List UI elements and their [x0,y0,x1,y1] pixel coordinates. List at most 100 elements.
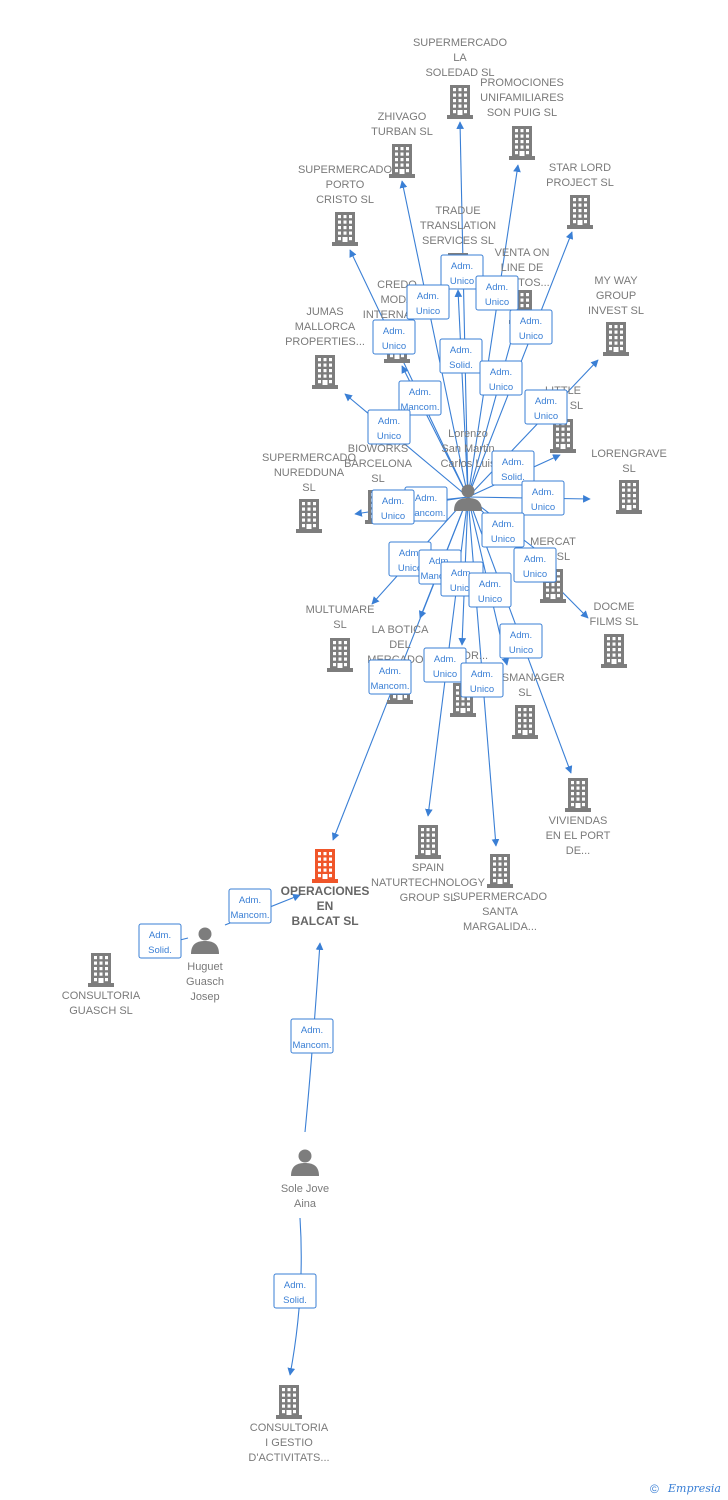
node-label: PROPERTIES... [285,336,365,348]
node-label: EN [317,899,334,913]
node-label: STAR LORD [549,162,611,174]
node-label: MODA [381,294,415,306]
role-badge[interactable]: Adm.Unico [440,254,484,290]
role-badge-box [273,1273,317,1309]
node-label: PORTO [326,179,365,191]
role-badge[interactable]: Adm.Unico [524,389,568,425]
node-label: Guasch [186,976,224,988]
role-badge[interactable]: Adm.Mancom. [228,888,272,924]
role-badge[interactable]: Adm.Unico [460,662,504,698]
company-node-jumas[interactable]: JUMASMALLORCAPROPERTIES... [285,306,365,389]
role-badge[interactable]: Adm.Mancom. [368,659,412,695]
role-badge[interactable]: Adm.Mancom. [404,486,448,522]
node-label: LORENGRAVE [591,448,667,460]
node-label: SL [371,473,384,485]
edge-lorenzo-promociones [467,164,521,498]
role-badge-box [368,659,412,695]
role-badge[interactable]: Adm.Unico [481,512,525,548]
node-label: SUPERMERCADO [298,164,393,176]
role-badge[interactable]: Adm. Mancom. [398,380,442,416]
node-label: BALCAT SL [291,914,358,928]
role-badge[interactable]: Adm.Unico [406,284,450,320]
building-icon [327,638,353,672]
node-label: CONSULTORIA [250,1422,329,1434]
node-label: SUPERMERCADO [413,37,508,49]
role-badge[interactable]: Adm.Solid. [439,338,483,374]
edge-lorenzo-jumas [344,393,469,498]
node-label: DEL [389,639,410,651]
node-label: Josep [190,991,219,1003]
role-badge-box [367,409,411,445]
role-badge-text: Solid. [148,945,172,956]
role-badge-text: Adm. [451,261,473,272]
building-icon [509,126,535,160]
brand-name: Empresia [667,1482,721,1495]
role-badge-box [138,923,182,959]
edge-lorenzo-zhivago [399,180,469,498]
role-badge-box [228,888,272,924]
role-badge[interactable]: Adm.Unico [479,360,523,396]
building-icon [565,778,591,812]
role-badge[interactable]: Adm.Mancom. [290,1018,334,1054]
role-badge-text: Adm. [417,291,439,302]
company-node-portocristo[interactable]: SUPERMERCADO PORTO CRISTO SL [298,164,393,246]
node-label: CRISTO SL [316,194,374,206]
role-badge[interactable]: Adm.Solid. [491,450,535,486]
role-badge[interactable]: Adm.Unico [475,275,519,311]
building-icon [601,634,627,668]
role-badge[interactable]: Adm.Unico [367,409,411,445]
role-badge[interactable]: Adm.Solid. [138,923,182,959]
role-badge[interactable]: Adm.Unico [423,647,467,683]
node-label: Aina [294,1198,317,1210]
edge-lorenzo-portocristo [349,249,469,498]
role-badge[interactable]: Adm.Unico [513,547,557,583]
role-badge-text: Adm. [409,387,431,398]
role-badge-box [509,309,553,345]
role-badge-text: Unico [382,341,406,352]
role-badge-text: Solid. [501,472,525,483]
node-label: PROMOCIONES [480,77,564,89]
role-badge[interactable]: Adm.Unico [509,309,553,345]
role-badge[interactable]: Adm.Unico [521,480,565,516]
node-label: TRANSLATION [420,220,496,232]
node-label: SUPERMERCADO [453,891,548,903]
role-badge-box [398,380,442,416]
node-label: FILMS SL [590,616,639,628]
role-badge[interactable]: Adm.Unico [468,572,512,608]
node-label: I GESTIO [265,1437,313,1449]
role-badge[interactable]: Adm.Solid. [273,1273,317,1309]
company-node-santamargalida[interactable]: SUPERMERCADOSANTAMARGALIDA... [453,854,548,933]
role-badge-box [491,450,535,486]
role-badge[interactable]: Adm.Unico [371,489,415,525]
role-badge[interactable]: Adm.Unico [499,623,543,659]
building-icon [332,212,358,246]
role-badge-box [371,489,415,525]
node-label: VENTA ON [495,247,550,259]
building-icon [415,825,441,859]
role-badge[interactable]: Adm.Unico [372,319,416,355]
role-badge-text: Mancom. [400,402,439,413]
role-badge-text: Adm. [382,496,404,507]
node-label: NATURTECHNOLOGY [371,877,486,889]
role-badge-text: Unico [491,534,515,545]
role-badge-box [290,1018,334,1054]
role-badge-text: Adm. [429,556,451,567]
